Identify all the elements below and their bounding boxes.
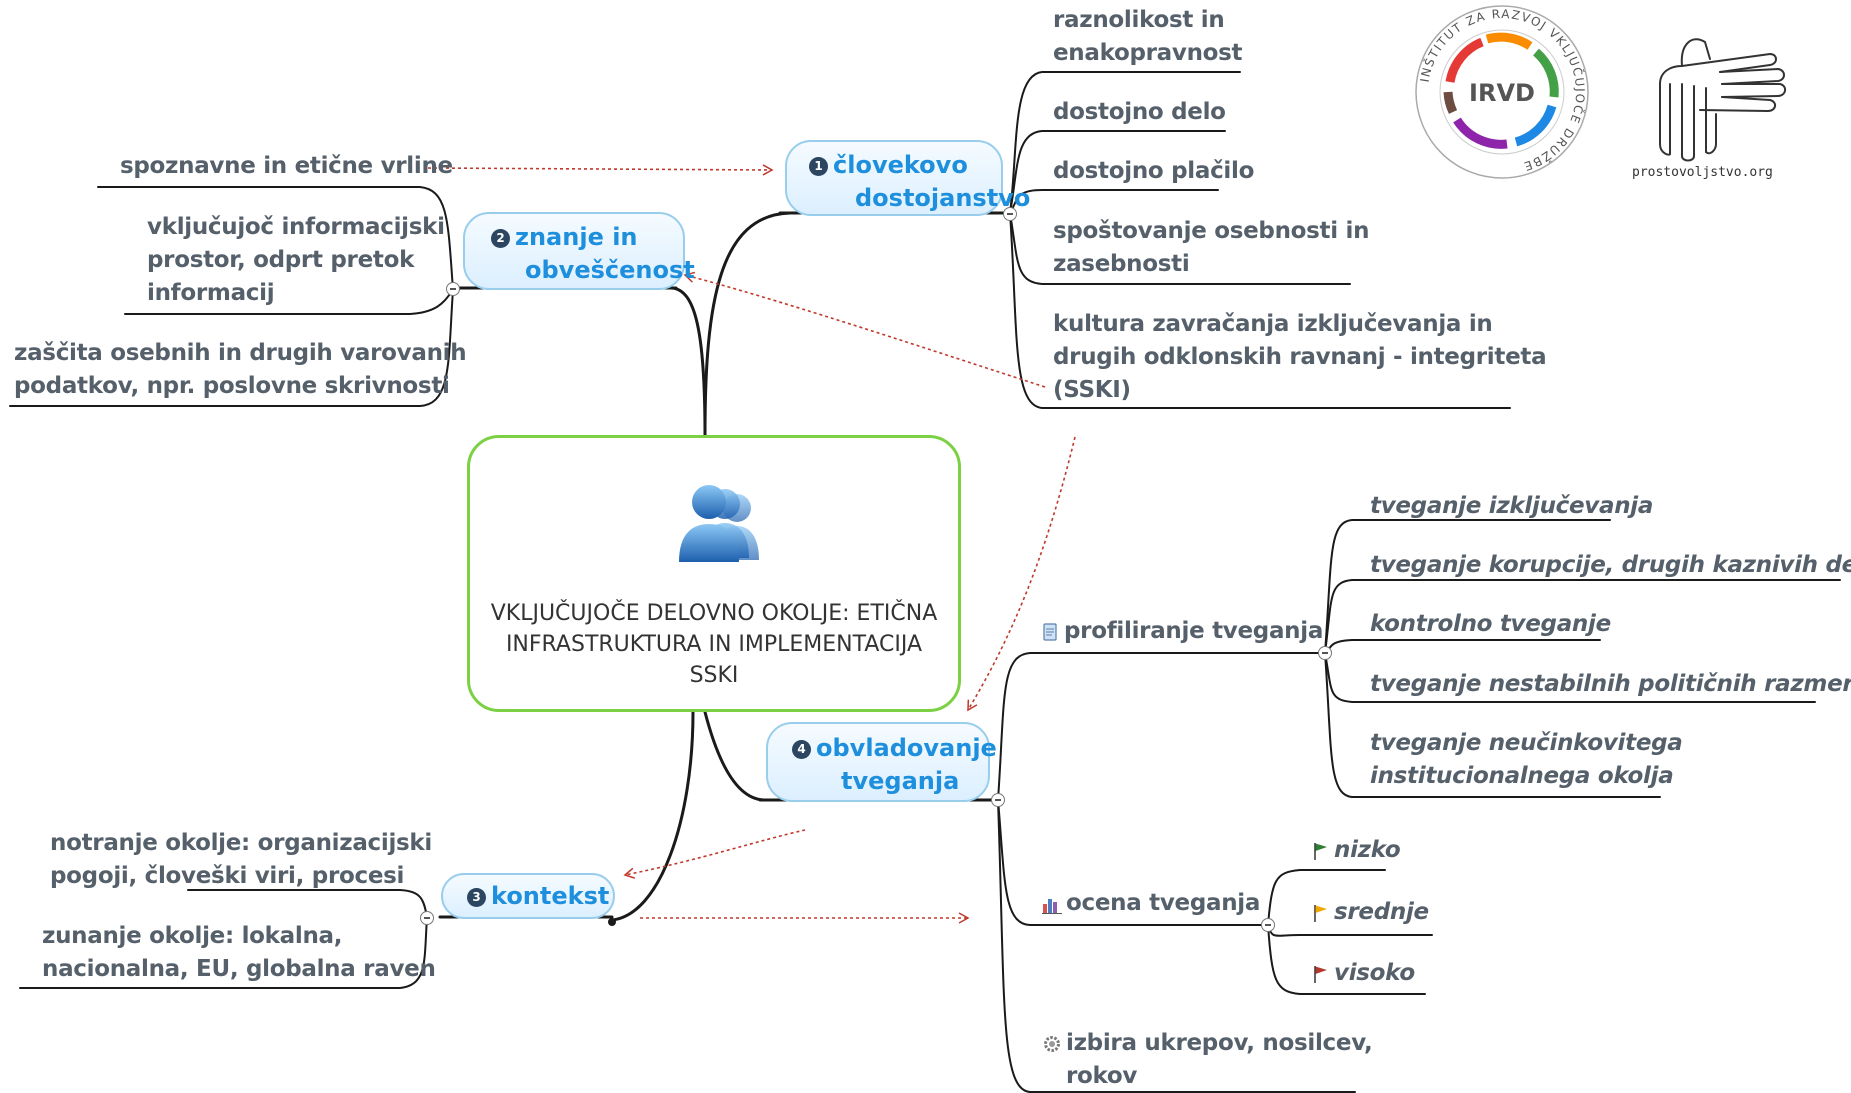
subtopic-nizko[interactable]: nizko [1312,834,1401,867]
subtopic-visoko[interactable]: visoko [1312,957,1415,990]
number-badge: 1 [809,157,828,176]
relation-kultura-znanje [683,271,1046,388]
note-icon [1043,623,1057,641]
subtopic-kontrolno-tveganje[interactable]: kontrolno tveganje [1370,611,1611,637]
irvd-logo: IRVD INŠTITUT ZA RAZVOJ VKLJUČUJOČE DRUŽ… [1415,5,1589,179]
subtopic-ocena-tveganja[interactable]: ocena tveganja [1042,887,1260,920]
central-topic-text: VKLJUČUJOČE DELOVNO OKOLJE: ETIČNA INFRA… [490,601,938,688]
branch-kontekst [610,710,695,922]
collapse-toggle[interactable] [420,911,434,925]
collapse-toggle[interactable] [1261,918,1275,932]
number-badge: 3 [467,888,486,907]
subtopic-tveganje-korupcije[interactable]: tveganje korupcije, drugih kaznivih deja… [1370,552,1851,578]
subtopic-tveganje-nestabilnih[interactable]: tveganje nestabilnih političnih razmer [1370,671,1851,697]
collapse-toggle[interactable] [1003,207,1017,221]
collapse-toggle[interactable] [991,793,1005,807]
relation-to-kontekst [623,829,806,879]
bar-chart-icon [1042,899,1062,914]
collapse-toggle[interactable] [1318,646,1332,660]
number-badge: 4 [792,740,811,759]
subtopic-tveganje-izkljucevanja[interactable]: tveganje izključevanja [1370,493,1654,519]
number-badge: 2 [491,229,510,248]
subtopic-izbira-ukrepov[interactable]: izbira ukrepov, nosilcev, rokov [1042,1027,1373,1093]
subtopic-dostojno-placilo[interactable]: dostojno plačilo [1053,158,1255,184]
relation-to-obvladovanje [967,436,1076,712]
yellow-flag-icon [1314,905,1327,922]
prostovoljstvo-url: prostovoljstvo.org [1632,165,1773,180]
green-flag-icon [1314,843,1327,860]
relation-vrline-clovekovo [427,164,774,176]
branch-obvladovanje [703,710,767,802]
subtopic-dostojno-delo[interactable]: dostojno delo [1053,99,1226,125]
subtopic-spoznavne-vrline[interactable]: spoznavne in etične vrline [120,153,453,179]
subtopic-zunanje-okolje[interactable]: zunanje okolje: lokalna,nacionalna, EU, … [42,923,436,982]
gear-icon [1044,1036,1060,1052]
svg-text:IRVD: IRVD [1469,79,1535,107]
people-icon [679,485,759,562]
collapse-toggle[interactable] [446,282,460,296]
hands-logo [1659,38,1786,162]
subtopic-srednje[interactable]: srednje [1312,896,1429,929]
central-topic[interactable]: VKLJUČUJOČE DELOVNO OKOLJE: ETIČNA INFRA… [467,435,961,712]
red-flag-icon [1314,966,1327,983]
subtopic-profiliranje-tveganja[interactable]: profiliranje tveganja [1042,615,1323,648]
branch-clovekovo [703,211,792,437]
branch-znanje [670,286,707,437]
